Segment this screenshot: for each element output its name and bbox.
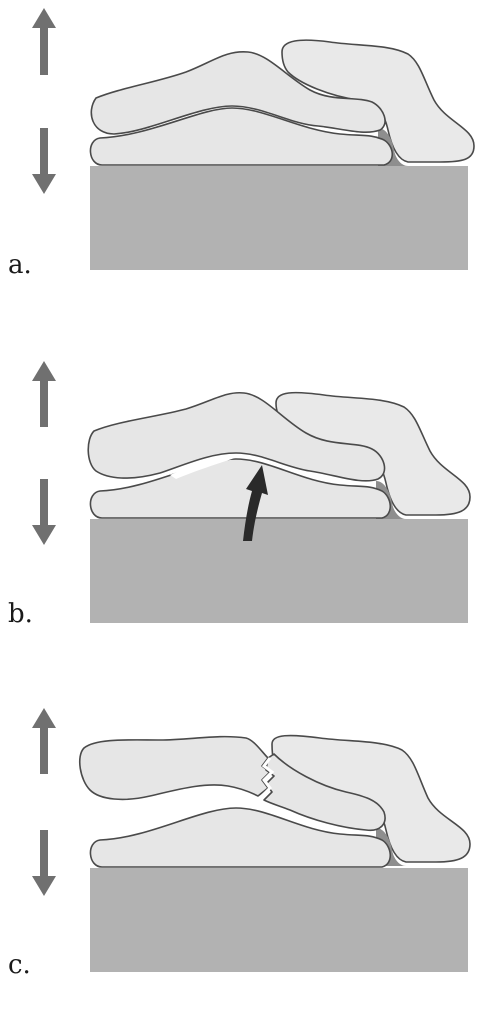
panel-b: b.	[0, 355, 479, 675]
down-arrow-icon	[32, 128, 56, 194]
up-arrow-icon	[32, 708, 56, 774]
panel-c: c.	[0, 700, 479, 1020]
down-arrow-icon	[32, 830, 56, 896]
panel-c-diagram	[0, 700, 479, 1020]
upper-cell-fragment	[80, 737, 270, 800]
down-arrow-icon	[32, 479, 56, 545]
up-arrow-icon	[32, 8, 56, 75]
substrate	[90, 166, 468, 270]
panel-a: a.	[0, 0, 479, 320]
up-arrow-icon	[32, 361, 56, 427]
panel-a-diagram	[0, 0, 479, 320]
panel-label-b: b.	[8, 599, 33, 629]
substrate	[90, 519, 468, 623]
panel-b-diagram	[0, 355, 479, 675]
panel-label-c: c.	[8, 950, 31, 980]
substrate	[90, 868, 468, 972]
panel-label-a: a.	[8, 250, 32, 280]
